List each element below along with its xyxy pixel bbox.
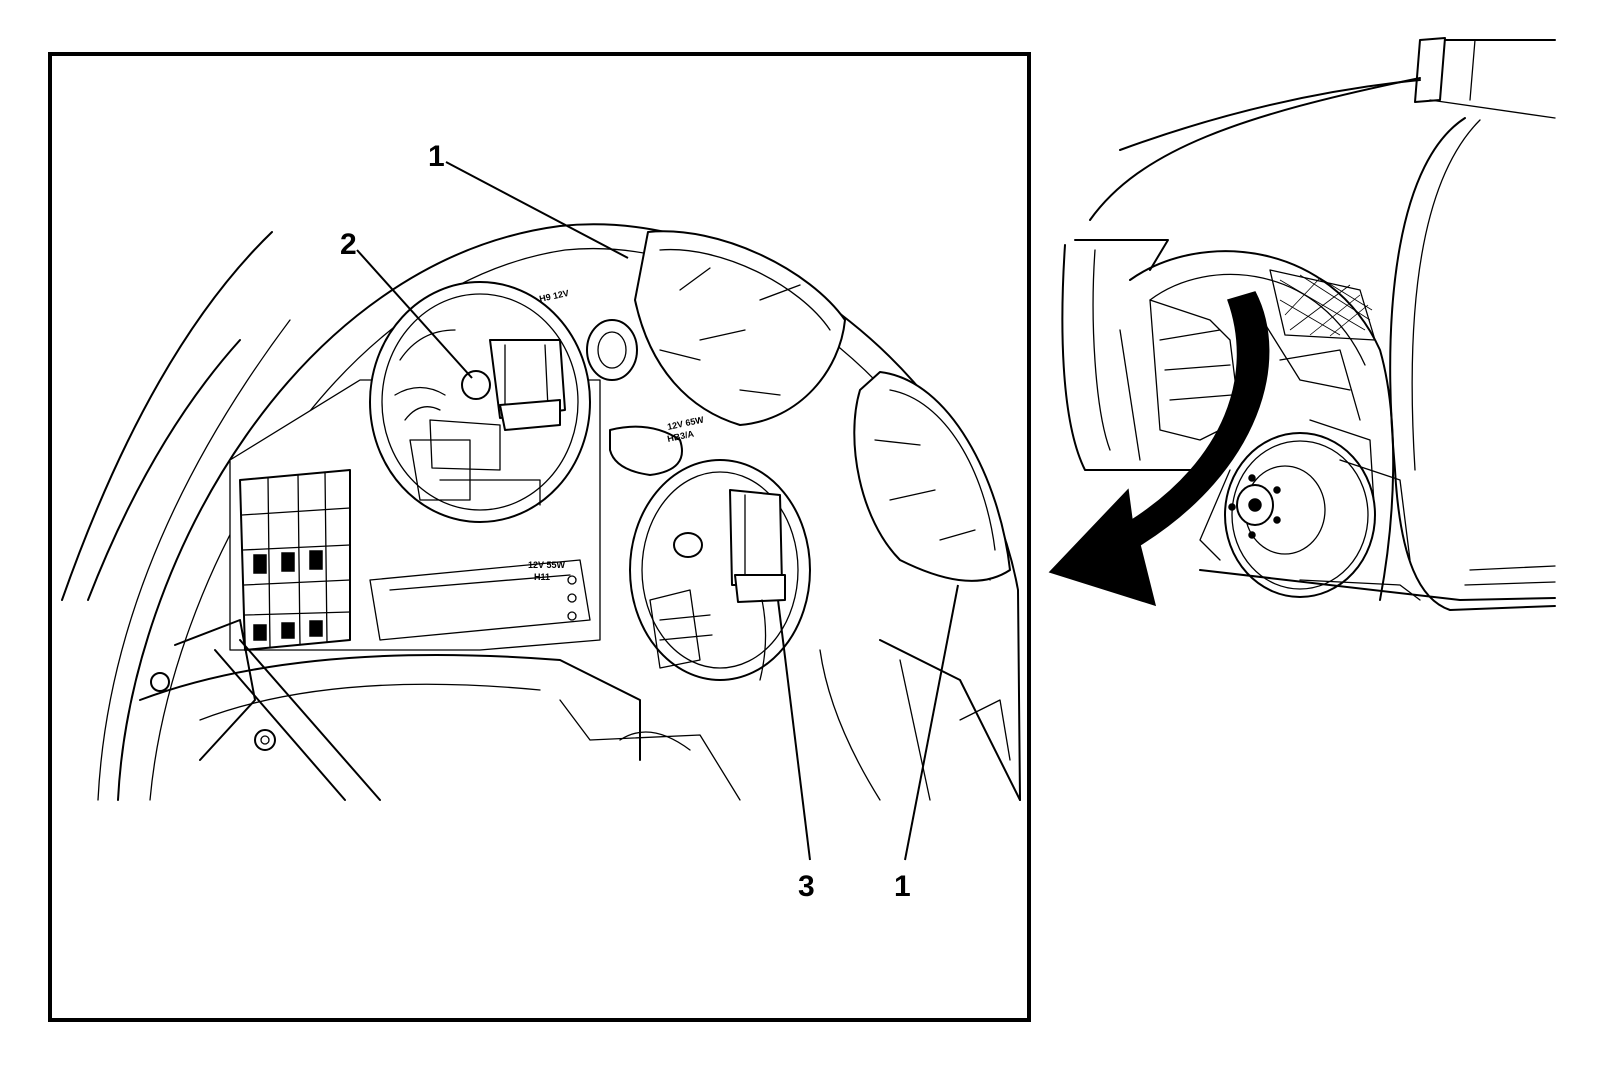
callout-1-bottom: 1: [894, 870, 911, 903]
callout-3: 3: [798, 870, 815, 903]
lower-bulb-rating-1: 12V 55W: [528, 560, 566, 570]
center-bulb: 12V 65W HB3/A: [586, 319, 705, 476]
mounting-bracket-grid: [239, 469, 351, 651]
upper-bulb-socket: H9 12V: [369, 281, 591, 523]
headlamp-housing-drawing: H9 12V 12V 65W HB3/A: [61, 223, 1021, 801]
lower-reflector: [853, 371, 1011, 582]
upper-reflector: [634, 230, 846, 426]
direction-arrow: [1048, 291, 1270, 607]
detail-view: H9 12V 12V 65W HB3/A: [48, 52, 1031, 1022]
brake-rotor: [1224, 432, 1376, 598]
wheel-well-mesh: [1269, 269, 1376, 341]
lower-bulb-rating-2: H11: [534, 572, 550, 582]
callouts: 1 2 3 1: [340, 140, 959, 903]
lower-bulb-socket: 12V 55W H11: [528, 459, 811, 681]
callout-2: 2: [340, 228, 357, 261]
locator-view: [1048, 37, 1556, 611]
callout-1-top: 1: [428, 140, 445, 173]
